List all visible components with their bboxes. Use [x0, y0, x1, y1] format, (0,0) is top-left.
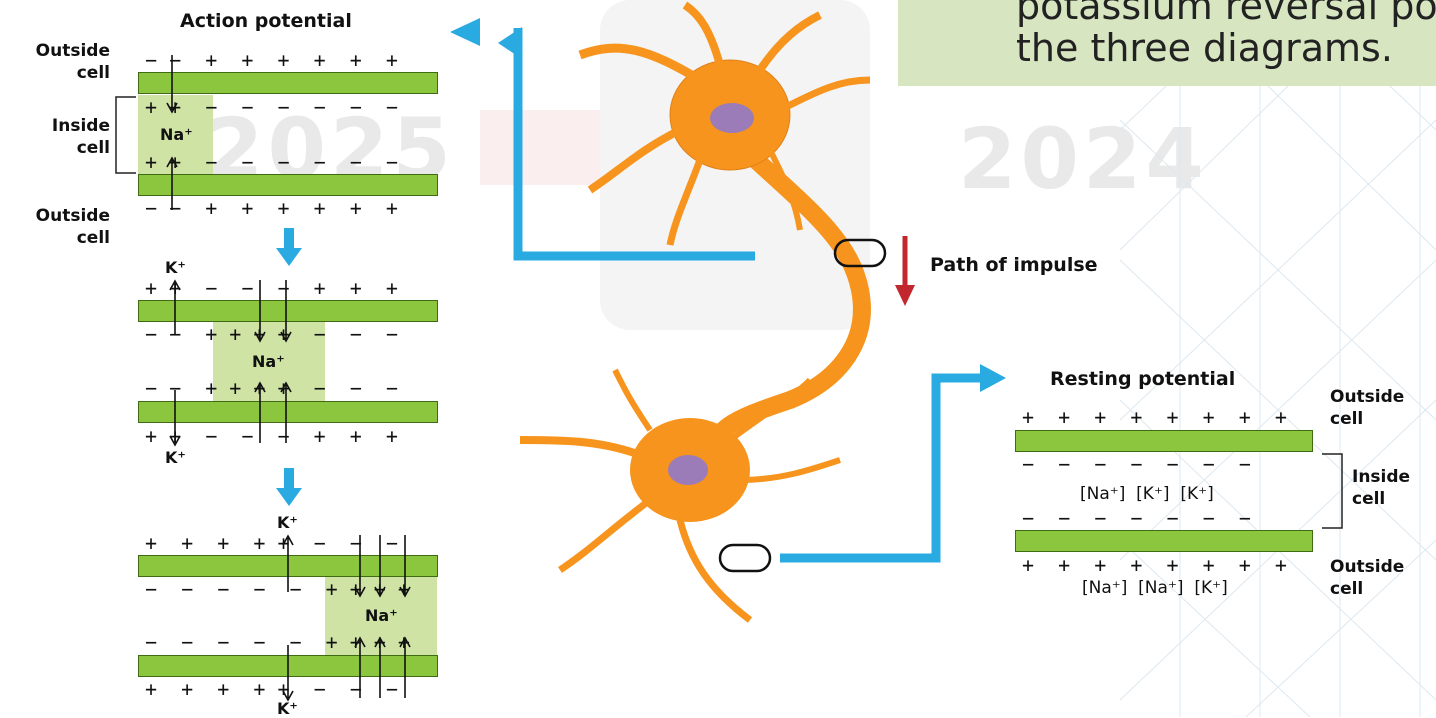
resting-inside-label: Inside cell — [1352, 466, 1410, 510]
cell-label-word: cell — [1352, 488, 1410, 510]
cell-label-word: cell — [1330, 578, 1404, 600]
outside-cell-top-label: Outside cell — [30, 40, 110, 84]
panel3-ion-arrows — [270, 530, 430, 705]
down-arrow-2 — [275, 468, 303, 508]
resting-arrowhead — [980, 364, 1006, 392]
cell-label-word: cell — [30, 62, 110, 84]
watermark-grid — [1120, 0, 1436, 717]
bottom-nucleus — [668, 455, 708, 485]
resting-outside-bottom-charges: + + + + + + + + — [1022, 553, 1287, 577]
resting-membrane-bottom — [1015, 530, 1313, 552]
cell-label-word: cell — [1330, 408, 1404, 430]
cell-label-word: cell — [30, 227, 110, 249]
panel2-k-bottom-label: K⁺ — [165, 448, 186, 467]
resting-inside-bottom-charges: − − − − − − − — [1022, 506, 1251, 530]
outside-label-word: Outside — [1330, 386, 1404, 408]
cell-label-word: cell — [30, 137, 110, 159]
outside-label-word: Outside — [30, 205, 110, 227]
resting-potential-title: Resting potential — [1050, 368, 1235, 390]
resting-outer-ions: [Na⁺] [Na⁺] [K⁺] — [1082, 578, 1228, 598]
inside-label-word: Inside — [30, 115, 110, 137]
resting-outside-bottom-label: Outside cell — [1330, 556, 1404, 600]
path-of-impulse-label: Path of impulse — [930, 254, 1098, 276]
resting-inside-top-charges: − − − − − − − — [1022, 452, 1251, 476]
bottom-marker-oval — [720, 545, 770, 571]
action-potential-title: Action potential — [180, 10, 352, 32]
inside-bracket — [112, 95, 138, 175]
neuron-illustration — [450, 0, 1010, 717]
outside-label-word: Outside — [1330, 556, 1404, 578]
resting-inner-ions: [Na⁺] [K⁺] [K⁺] — [1080, 484, 1214, 504]
resting-outside-top-label: Outside cell — [1330, 386, 1404, 430]
action-arrowhead — [450, 18, 480, 46]
resting-outside-top-charges: + + + + + + + + — [1022, 405, 1287, 429]
outside-cell-bottom-label: Outside cell — [30, 205, 110, 249]
panel2-ion-arrows — [160, 275, 310, 450]
top-nucleus — [710, 103, 754, 133]
callout-line-1: potassium reversal po — [1016, 0, 1436, 28]
down-arrow-1 — [275, 228, 303, 268]
inside-label-word: Inside — [1352, 466, 1410, 488]
callout-line-2: the three diagrams. — [1016, 26, 1393, 70]
panel1-ion-arrows — [160, 50, 190, 220]
outside-label-word: Outside — [30, 40, 110, 62]
resting-inside-bracket — [1320, 452, 1346, 532]
resting-membrane-top — [1015, 430, 1313, 452]
inside-cell-label: Inside cell — [30, 115, 110, 159]
